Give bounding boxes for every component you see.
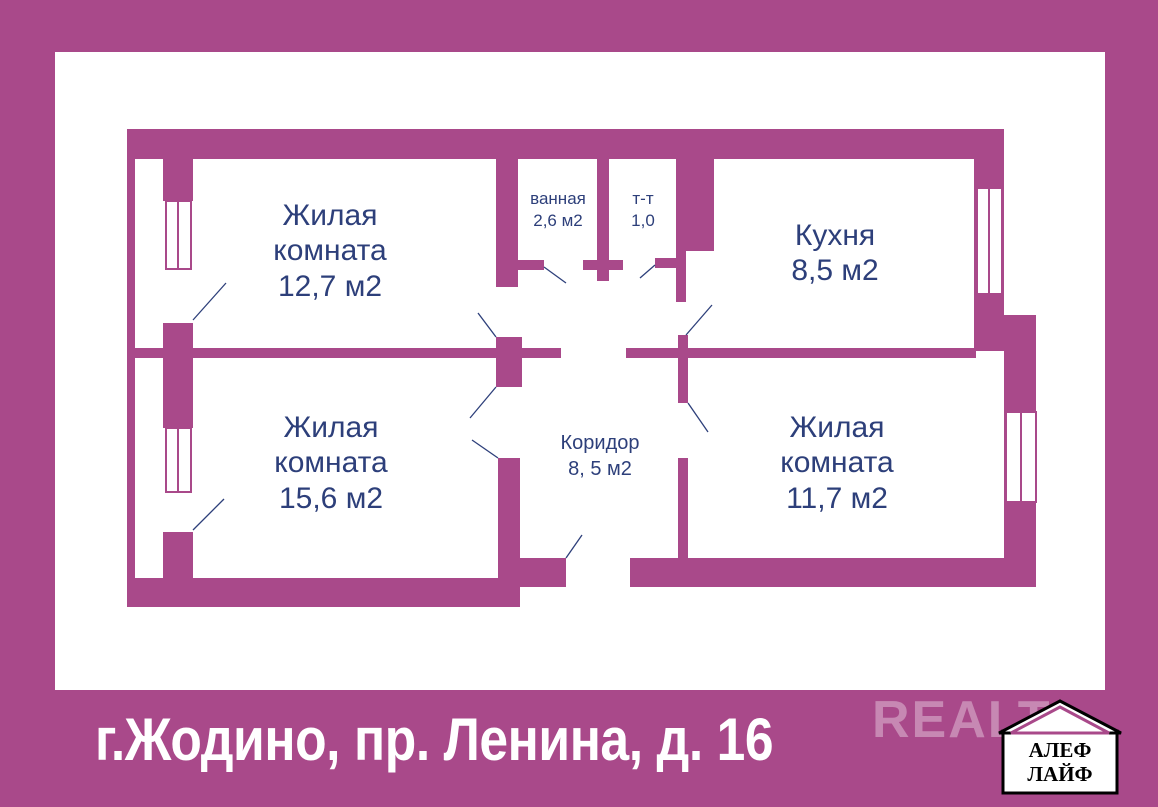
address-caption: г.Жодино, пр. Ленина, д. 16	[95, 706, 774, 773]
room-label-living-3: Жилая комната 11,7 м2	[737, 410, 937, 516]
room-name: Жилая	[282, 199, 378, 232]
room-area: 1,0	[631, 211, 655, 231]
room-label-toilet: т-т 1,0	[612, 188, 674, 232]
room-name: комната	[273, 234, 387, 268]
room-name: Жилая	[789, 411, 885, 444]
windows	[165, 187, 1037, 503]
room-name: ванная	[530, 189, 586, 208]
room-name: комната	[780, 446, 894, 480]
room-name: комната	[274, 446, 388, 480]
room-area: 8, 5 м2	[568, 458, 632, 480]
room-area: 12,7 м2	[277, 269, 383, 303]
room-name: Кухня	[794, 219, 876, 252]
logo-line-2: ЛАЙФ	[1027, 762, 1092, 786]
room-name: Коридор	[560, 432, 640, 454]
room-label-bathroom: ванная 2,6 м2	[520, 188, 596, 232]
room-area: 15,6 м2	[278, 481, 384, 515]
room-area: 2,6 м2	[533, 211, 583, 231]
room-area: 8,5 м2	[791, 254, 879, 288]
agency-logo: АЛЕФ ЛАЙФ	[997, 697, 1123, 795]
logo-line-1: АЛЕФ	[1029, 738, 1092, 762]
room-name: Жилая	[283, 411, 379, 444]
room-label-corridor: Коридор 8, 5 м2	[540, 430, 660, 482]
house-logo-icon: АЛЕФ ЛАЙФ	[998, 699, 1122, 795]
room-area: 11,7 м2	[786, 481, 888, 515]
room-label-living-2: Жилая комната 15,6 м2	[231, 410, 431, 516]
room-name: т-т	[632, 189, 654, 208]
room-label-kitchen: Кухня 8,5 м2	[745, 218, 925, 289]
room-label-living-1: Жилая комната 12,7 м2	[230, 198, 430, 304]
door-swings	[192, 264, 713, 559]
